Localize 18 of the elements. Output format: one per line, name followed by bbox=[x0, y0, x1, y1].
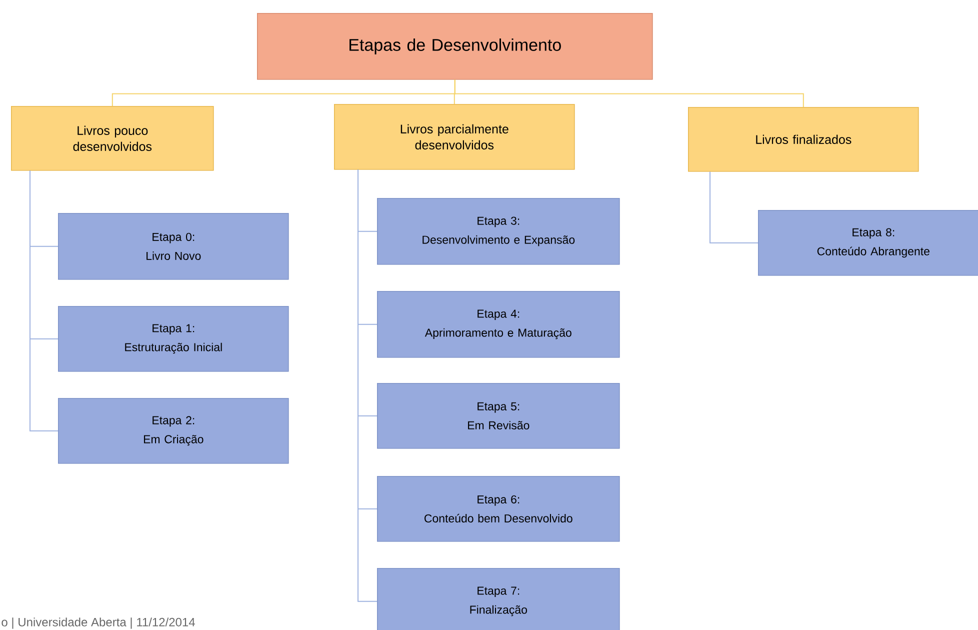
connector-line bbox=[454, 79, 804, 108]
stage-box: Etapa 1: Estruturação Inicial bbox=[58, 306, 289, 372]
footer-text: o | Universidade Aberta | 11/12/2014 bbox=[2, 618, 195, 629]
category-box: Livros pouco desenvolvidos bbox=[11, 106, 214, 171]
stage-box: Etapa 3: Desenvolvimento e Expansão bbox=[377, 198, 620, 265]
connector-line bbox=[710, 171, 758, 244]
title-box: Etapas de Desenvolvimento bbox=[257, 13, 653, 80]
connector-line bbox=[30, 170, 58, 432]
stage-box: Etapa 5: Em Revisão bbox=[377, 383, 620, 449]
category-box: Livros finalizados bbox=[688, 107, 919, 172]
stage-box: Etapa 6: Conteúdo bem Desenvolvido bbox=[377, 476, 620, 542]
connector-line bbox=[358, 169, 378, 602]
stage-box: Etapa 4: Aprimoramento e Maturação bbox=[377, 291, 620, 358]
category-box: Livros parcialmente desenvolvidos bbox=[334, 104, 575, 170]
stage-box: Etapa 8: Conteúdo Abrangente bbox=[758, 210, 978, 276]
stage-box: Etapa 7: Finalização bbox=[377, 568, 620, 630]
stage-box: Etapa 0: Livro Novo bbox=[58, 213, 289, 280]
stage-box: Etapa 2: Em Criação bbox=[58, 398, 289, 464]
